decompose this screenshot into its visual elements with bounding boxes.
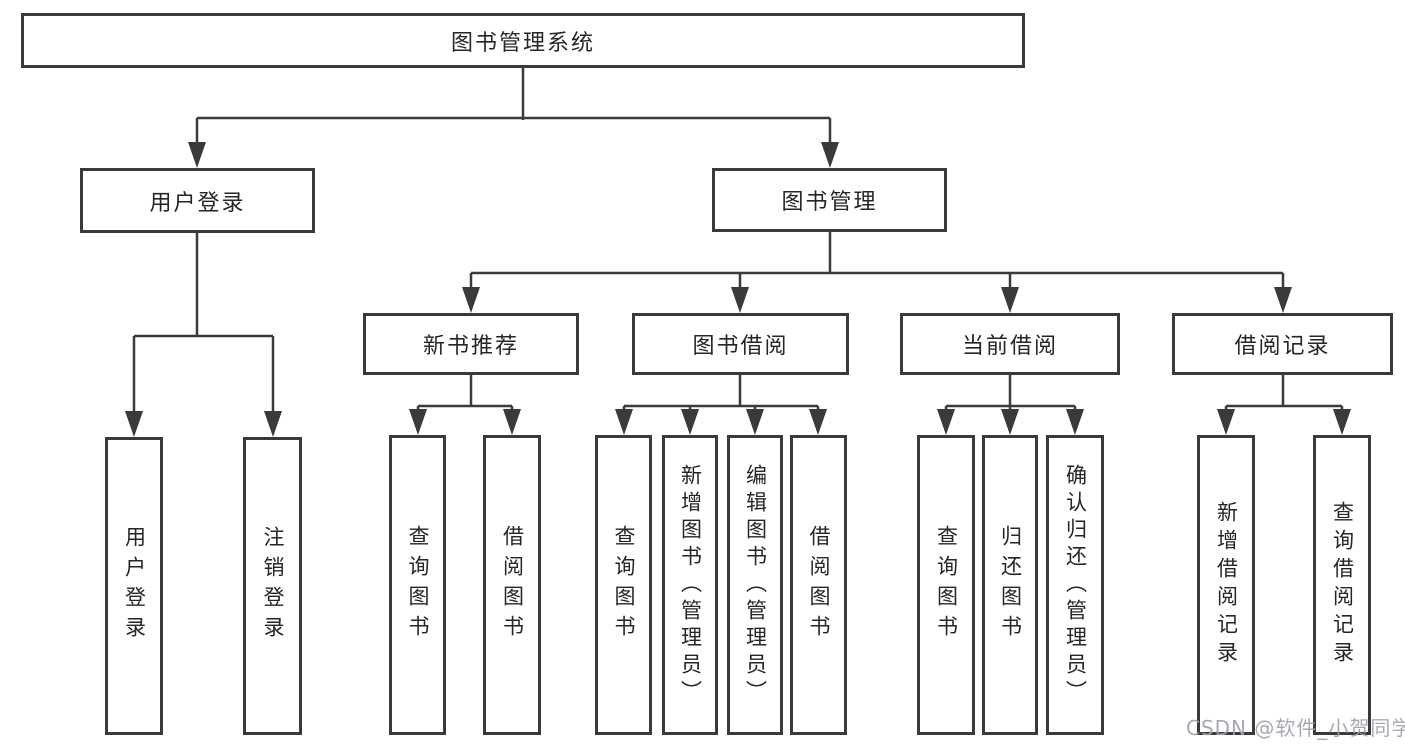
node-user-login-label: 用户登录 xyxy=(149,190,246,216)
leaf-borrowing-add-books-admin: 新增图书（管理员） xyxy=(662,435,718,735)
arrowheads xyxy=(125,142,1351,437)
leaf-current-query-books: 查询图书 xyxy=(917,435,975,735)
leaf-current-confirm-return-admin: 确认归还（管理员） xyxy=(1046,435,1104,735)
leaf-borrowing-edit-books-admin-label: 编辑图书（管理员） xyxy=(743,463,768,707)
leaf-borrowing-query-books: 查询图书 xyxy=(595,435,652,735)
leaf-records-add-record-label: 新增借阅记录 xyxy=(1214,501,1239,669)
leaf-recommend-borrow-books-label: 借阅图书 xyxy=(500,525,525,645)
leaf-recommend-borrow-books: 借阅图书 xyxy=(483,435,541,735)
leaf-logout: 注销登录 xyxy=(243,437,302,735)
leaf-logout-label: 注销登录 xyxy=(261,526,285,646)
node-current-borrowing: 当前借阅 xyxy=(900,313,1120,375)
leaf-records-query-record-label: 查询借阅记录 xyxy=(1330,501,1355,669)
leaf-borrowing-borrow-books-label: 借阅图书 xyxy=(807,525,831,645)
leaf-records-query-record: 查询借阅记录 xyxy=(1313,435,1371,735)
node-new-book-recommend-label: 新书推荐 xyxy=(422,334,519,359)
node-borrowing-records-label: 借阅记录 xyxy=(1234,334,1331,359)
leaf-recommend-query-books: 查询图书 xyxy=(389,435,446,735)
leaf-current-query-books-label: 查询图书 xyxy=(934,525,959,645)
node-book-management: 图书管理 xyxy=(712,168,947,232)
node-book-borrowing-label: 图书借阅 xyxy=(692,334,789,359)
node-system-root-label: 图书管理系统 xyxy=(450,30,595,56)
leaf-borrowing-edit-books-admin: 编辑图书（管理员） xyxy=(727,435,783,735)
leaf-current-confirm-return-admin-label: 确认归还（管理员） xyxy=(1063,463,1088,707)
node-book-borrowing: 图书借阅 xyxy=(632,313,849,375)
leaf-borrowing-add-books-admin-label: 新增图书（管理员） xyxy=(678,463,703,707)
node-book-management-label: 图书管理 xyxy=(781,190,878,215)
leaf-user-login: 用户登录 xyxy=(105,437,163,735)
node-borrowing-records: 借阅记录 xyxy=(1172,313,1393,375)
node-user-login: 用户登录 xyxy=(80,168,315,233)
csdn-watermark: CSDN @软件_小贺同学 xyxy=(1186,716,1405,740)
leaf-records-add-record: 新增借阅记录 xyxy=(1197,435,1255,735)
leaf-borrowing-borrow-books: 借阅图书 xyxy=(790,435,847,735)
node-new-book-recommend: 新书推荐 xyxy=(363,313,579,375)
leaf-user-login-label: 用户登录 xyxy=(122,526,147,646)
leaf-current-return-books-label: 归还图书 xyxy=(998,525,1023,645)
node-current-borrowing-label: 当前借阅 xyxy=(961,334,1058,359)
node-system-root: 图书管理系统 xyxy=(21,13,1025,68)
leaf-recommend-query-books-label: 查询图书 xyxy=(406,525,430,645)
leaf-borrowing-query-books-label: 查询图书 xyxy=(612,525,636,645)
leaf-current-return-books: 归还图书 xyxy=(982,435,1038,735)
